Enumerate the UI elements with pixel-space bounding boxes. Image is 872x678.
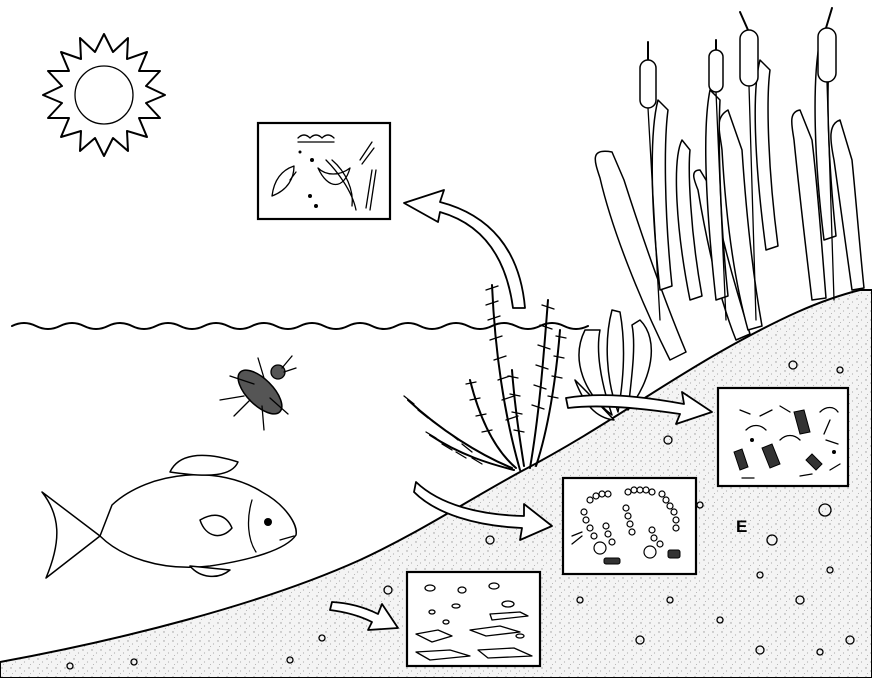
inset-benthic-larvae	[718, 388, 848, 486]
water-beetle-icon	[220, 356, 296, 430]
inset-plankton	[258, 123, 390, 219]
sun-icon	[43, 34, 165, 156]
inset-bottom-detritus	[407, 572, 540, 666]
label-e: E	[736, 517, 747, 537]
arrow-to-plankton	[404, 190, 525, 308]
fish-icon	[42, 455, 296, 578]
branched-waterweed	[404, 285, 566, 470]
inset-sediment-algae	[563, 478, 696, 574]
water-surface	[12, 323, 588, 329]
